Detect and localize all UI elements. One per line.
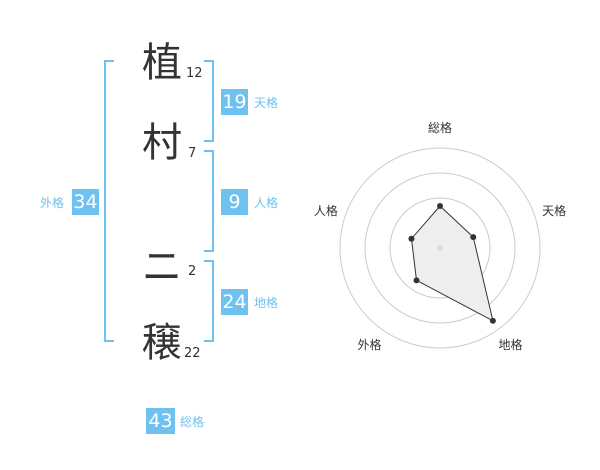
chikaku-badge: 24 [221, 289, 248, 315]
chikaku-bracket [204, 260, 214, 342]
tenkaku-badge: 19 [221, 89, 248, 115]
radar-ring [364, 172, 516, 324]
stroke-count-1: 12 [186, 66, 203, 81]
soukaku-label: 総格 [180, 415, 205, 429]
radar-point [413, 277, 420, 284]
gaikaku-badge: 34 [72, 189, 99, 215]
tenkaku-label: 天格 [254, 96, 279, 110]
chikaku-label: 地格 [254, 296, 279, 310]
name-char-4: 穣 [142, 320, 182, 366]
name-char-2: 村 [142, 120, 182, 166]
radar-area [410, 205, 494, 322]
radar-point [470, 234, 477, 241]
radar-axis-label: 天格 [542, 203, 566, 218]
radar-point [437, 203, 443, 209]
stroke-count-4: 22 [184, 346, 201, 361]
radar-axis-label: 総格 [428, 120, 452, 135]
radar-point [489, 317, 496, 324]
radar-ring [339, 147, 541, 349]
jinkaku-label: 人格 [254, 196, 279, 210]
radar-center [437, 245, 443, 251]
radar-axis-label: 外格 [357, 337, 381, 352]
radar-axis-label: 地格 [499, 337, 523, 352]
radar-axis-label: 人格 [314, 203, 338, 218]
radar-point [408, 235, 415, 242]
gaikaku-bracket [104, 60, 114, 342]
stroke-count-2: 7 [188, 146, 197, 161]
jinkaku-badge: 9 [221, 189, 248, 215]
soukaku-badge: 43 [146, 408, 175, 434]
radar-points [408, 203, 496, 324]
tenkaku-bracket [204, 60, 214, 142]
gaikaku-label: 外格 [40, 196, 65, 210]
radar-ring [389, 197, 491, 299]
stroke-count-3: 2 [188, 264, 197, 279]
name-char-1: 植 [142, 40, 182, 86]
name-char-3: ニ [142, 244, 182, 290]
jinkaku-bracket [204, 150, 214, 252]
